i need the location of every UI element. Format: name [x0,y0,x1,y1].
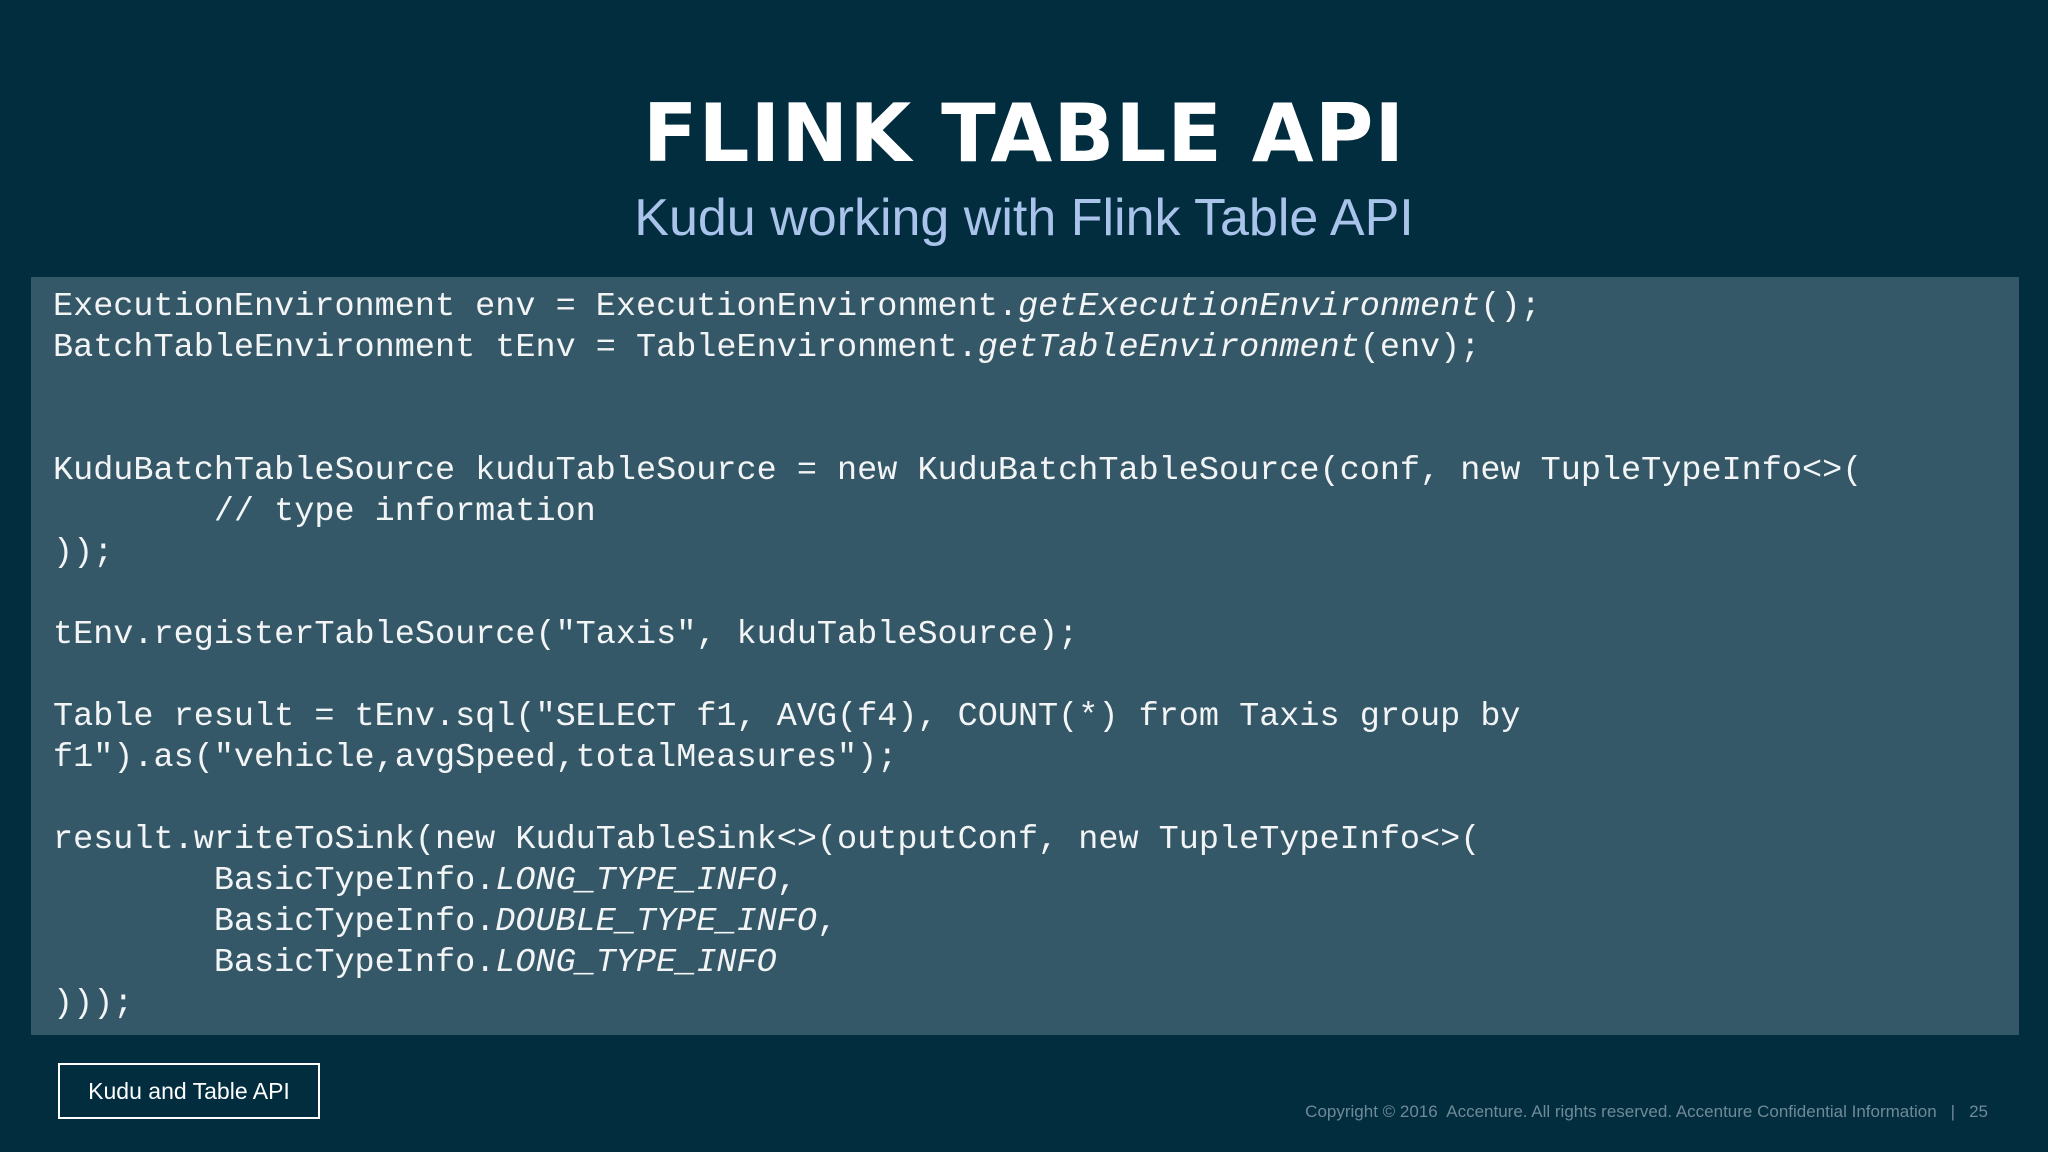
code-line: BasicTypeInfo.DOUBLE_TYPE_INFO, [53,902,2019,943]
code-token: KuduBatchTableSource kuduTableSource = n… [53,452,1863,490]
code-token: ExecutionEnvironment env = ExecutionEnvi… [53,288,1018,326]
code-token: BasicTypeInfo. [53,862,496,900]
code-token: , [816,903,838,941]
section-tag: Kudu and Table API [58,1063,320,1119]
page-number: 25 [1969,1102,1988,1121]
code-token: )); [53,534,114,572]
code-line: BasicTypeInfo.LONG_TYPE_INFO [53,943,2019,984]
code-token: , [776,862,797,900]
copyright-text: Copyright © 2016 Accenture. All rights r… [1305,1102,1937,1121]
code-line: ExecutionEnvironment env = ExecutionEnvi… [53,287,2019,328]
code-line [53,656,2019,697]
slide-subtitle: Kudu working with Flink Table API [634,189,1414,247]
code-token: f1").as("vehicle,avgSpeed,totalMeasures"… [53,739,898,777]
code-token: tEnv.registerTableSource("Taxis", kuduTa… [53,616,1079,654]
code-token: BasicTypeInfo. [53,944,496,982]
code-token: result.writeToSink(new KuduTableSink<>(o… [53,821,1481,859]
code-line [53,410,2019,451]
footer-separator: | [1950,1102,1956,1121]
code-line [53,574,2019,615]
code-line [53,369,2019,410]
code-line: BatchTableEnvironment tEnv = TableEnviro… [53,328,2019,369]
code-token: DOUBLE_TYPE_INFO [495,903,817,941]
code-token: (env); [1359,329,1481,367]
code-token: (); [1480,288,1541,326]
code-block: ExecutionEnvironment env = ExecutionEnvi… [31,277,2019,1035]
code-line: ))); [53,984,2019,1025]
slide-title: FLINK TABLE API [642,87,1406,180]
code-line: result.writeToSink(new KuduTableSink<>(o… [53,820,2019,861]
code-token: ))); [53,985,134,1023]
code-token: // type information [53,493,596,531]
code-token: BasicTypeInfo. [53,903,496,941]
code-token: getExecutionEnvironment [1017,288,1481,326]
code-token: getTableEnvironment [977,329,1360,367]
footer-copyright: Copyright © 2016 Accenture. All rights r… [1305,1102,1988,1122]
code-line: tEnv.registerTableSource("Taxis", kuduTa… [53,615,2019,656]
code-line: Table result = tEnv.sql("SELECT f1, AVG(… [53,697,2019,738]
code-line: BasicTypeInfo.LONG_TYPE_INFO, [53,861,2019,902]
code-line: // type information [53,492,2019,533]
code-line [53,779,2019,820]
code-token: LONG_TYPE_INFO [495,944,777,982]
code-line: )); [53,533,2019,574]
code-token: LONG_TYPE_INFO [495,862,777,900]
code-token: BatchTableEnvironment tEnv = TableEnviro… [53,329,978,367]
code-token: Table result = tEnv.sql("SELECT f1, AVG(… [53,698,1521,736]
code-line: KuduBatchTableSource kuduTableSource = n… [53,451,2019,492]
code-line: f1").as("vehicle,avgSpeed,totalMeasures"… [53,738,2019,779]
